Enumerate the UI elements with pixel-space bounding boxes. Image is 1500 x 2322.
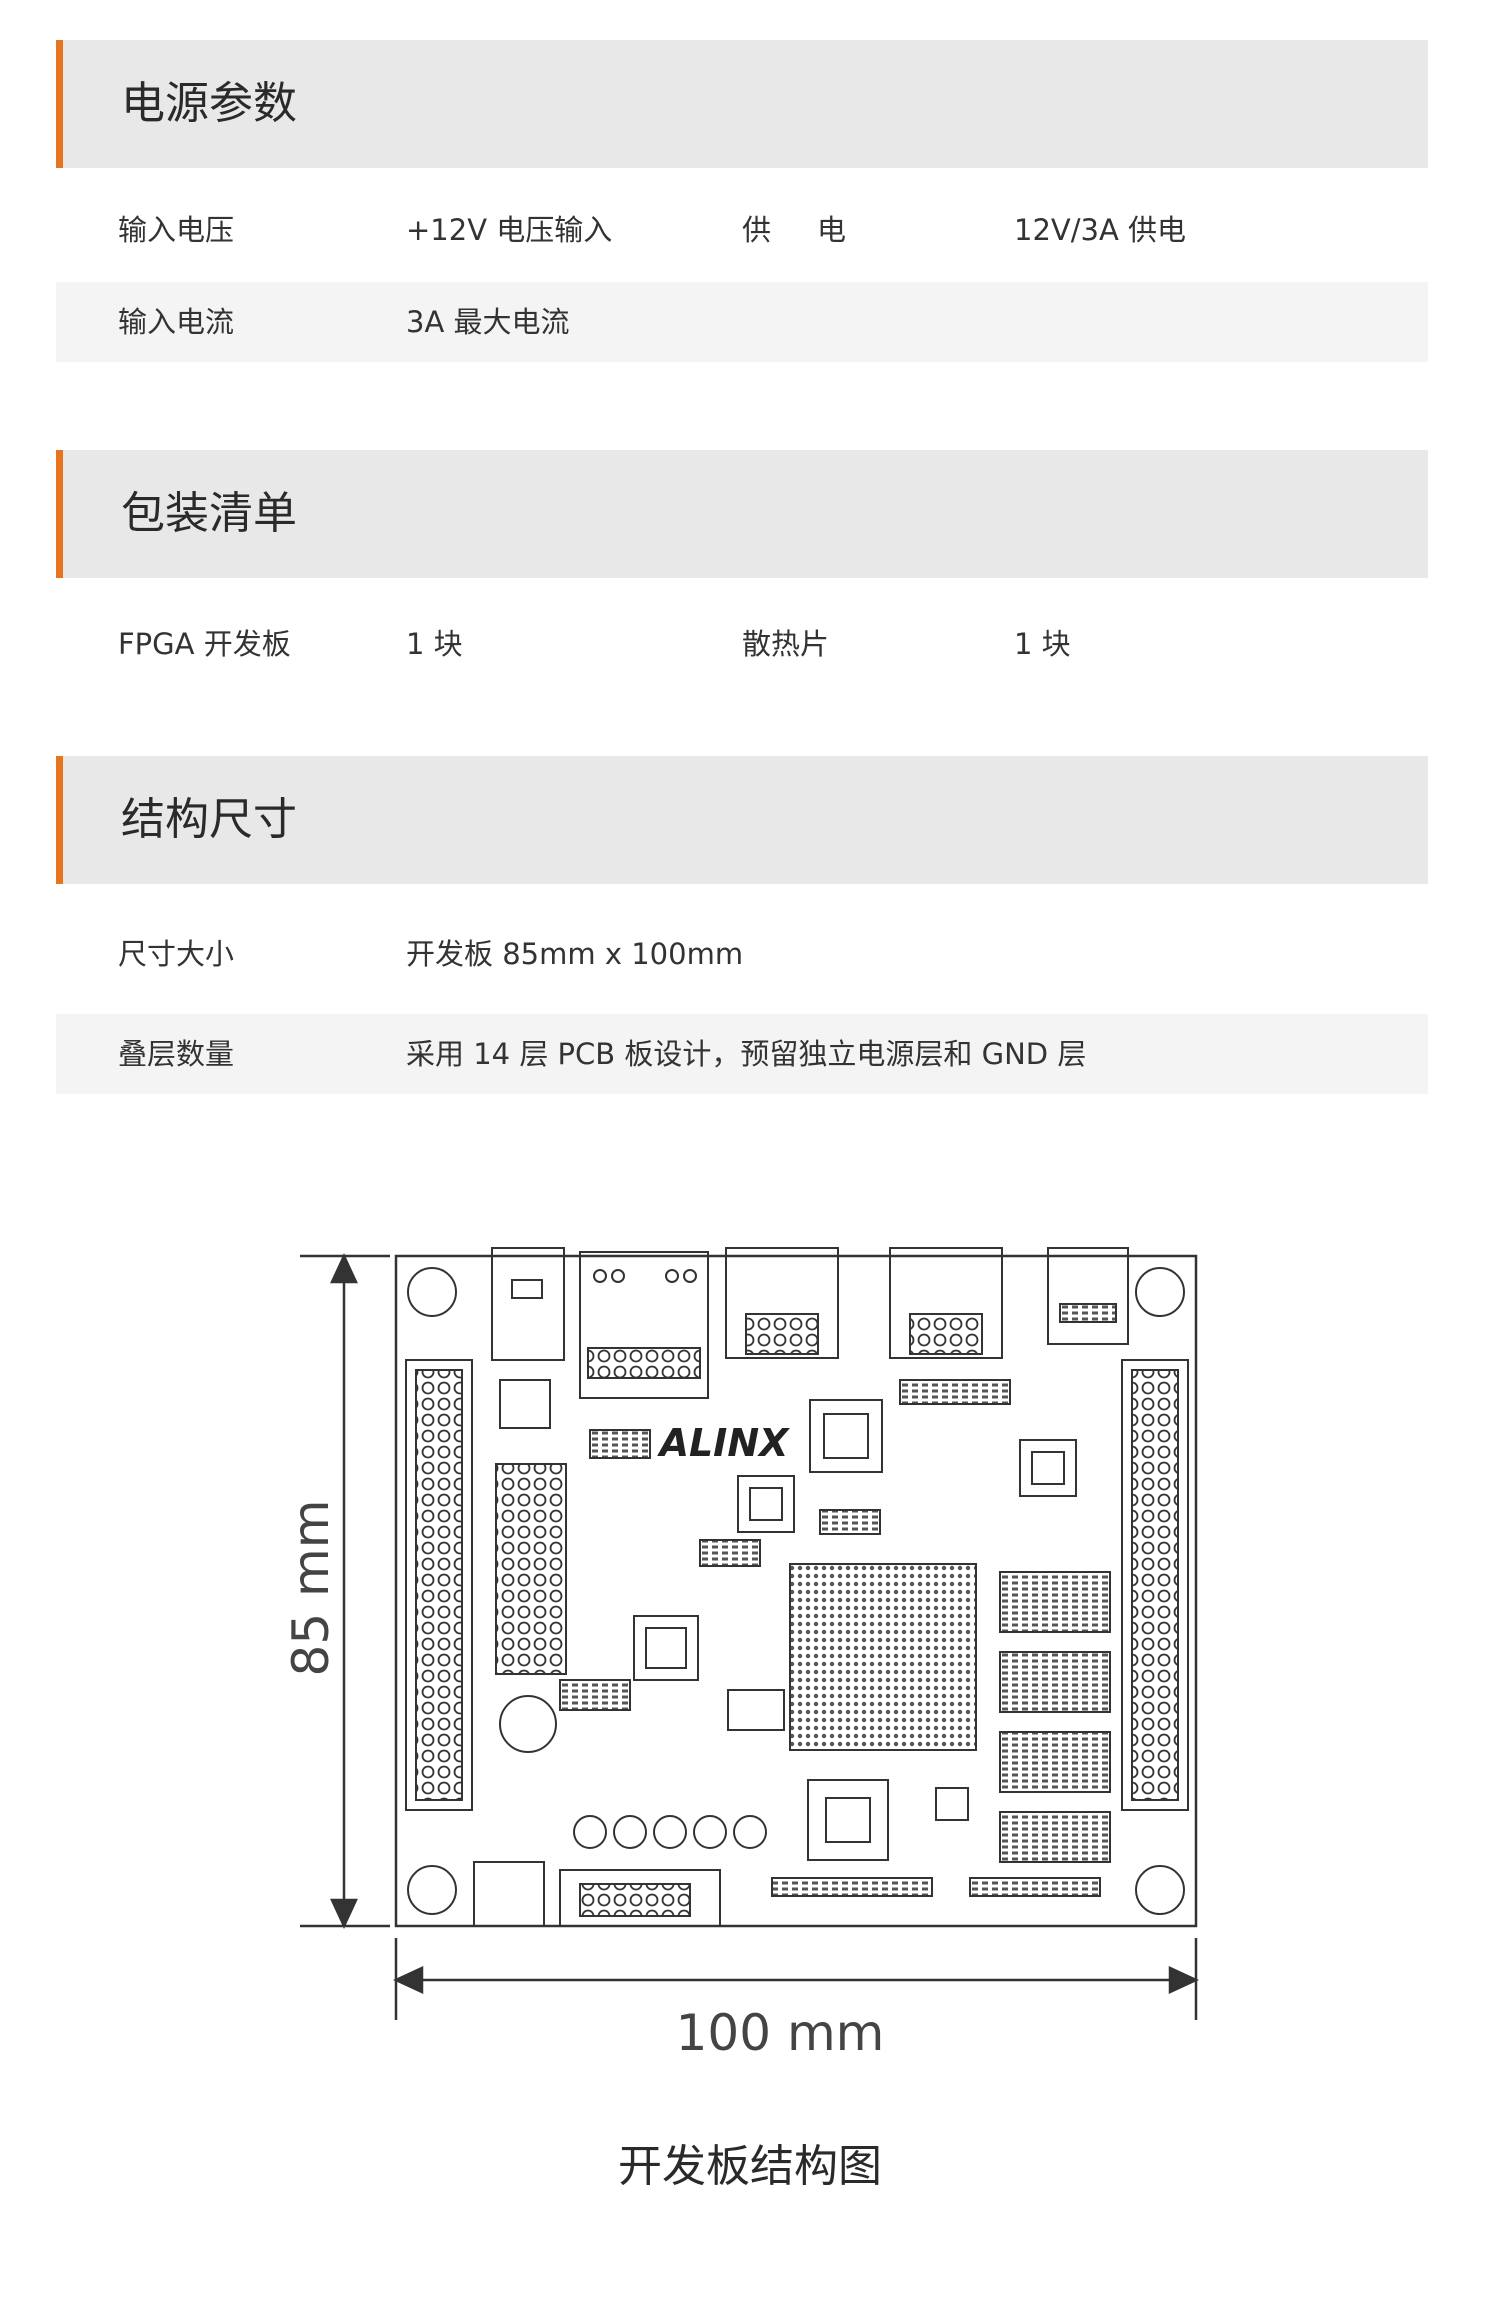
- section-header-structure: 结构尺寸: [56, 756, 1428, 884]
- table-row: FPGA 开发板 1 块 散热片 1 块: [56, 604, 1428, 684]
- section-header-package: 包装清单: [56, 450, 1428, 578]
- param-value: 1 块: [406, 627, 463, 661]
- section-title: 电源参数: [121, 78, 297, 129]
- section-title: 结构尺寸: [121, 794, 297, 845]
- table-row: 输入电压 +12V 电压输入 供电 12V/3A 供电: [56, 190, 1428, 270]
- param-label: FPGA 开发板: [118, 627, 291, 661]
- param-value: 3A 最大电流: [406, 305, 570, 339]
- param-value: 12V/3A 供电: [1014, 213, 1187, 247]
- param-label: 尺寸大小: [118, 937, 235, 971]
- param-label: 输入电压: [118, 213, 235, 247]
- param-label: 供电: [742, 213, 893, 247]
- table-row: 输入电流 3A 最大电流: [56, 282, 1428, 362]
- param-value: +12V 电压输入: [406, 213, 613, 247]
- table-row: 叠层数量 采用 14 层 PCB 板设计，预留独立电源层和 GND 层: [56, 1014, 1428, 1094]
- height-label: 85 mm: [282, 1500, 340, 1677]
- param-label: 散热片: [742, 627, 830, 661]
- width-label: 100 mm: [676, 2004, 885, 2062]
- param-label: 叠层数量: [118, 1037, 235, 1071]
- param-value: 采用 14 层 PCB 板设计，预留独立电源层和 GND 层: [406, 1037, 1087, 1071]
- board-structure-diagram: 85 mm 100 mm: [282, 1247, 1199, 2062]
- param-value: 1 块: [1014, 627, 1071, 661]
- pcb-board: [394, 1247, 1198, 1928]
- section-title: 包装清单: [121, 488, 297, 539]
- width-dimension: [393, 1938, 1199, 2020]
- board-brand-logo: ALINX: [657, 1421, 791, 1465]
- diagram-caption: 开发板结构图: [618, 2141, 882, 2192]
- param-label: 输入电流: [118, 305, 235, 339]
- param-value: 开发板 85mm x 100mm: [406, 937, 744, 971]
- table-row: 尺寸大小 开发板 85mm x 100mm: [56, 914, 1428, 994]
- section-header-power: 电源参数: [56, 40, 1428, 168]
- height-dimension: [300, 1253, 390, 1929]
